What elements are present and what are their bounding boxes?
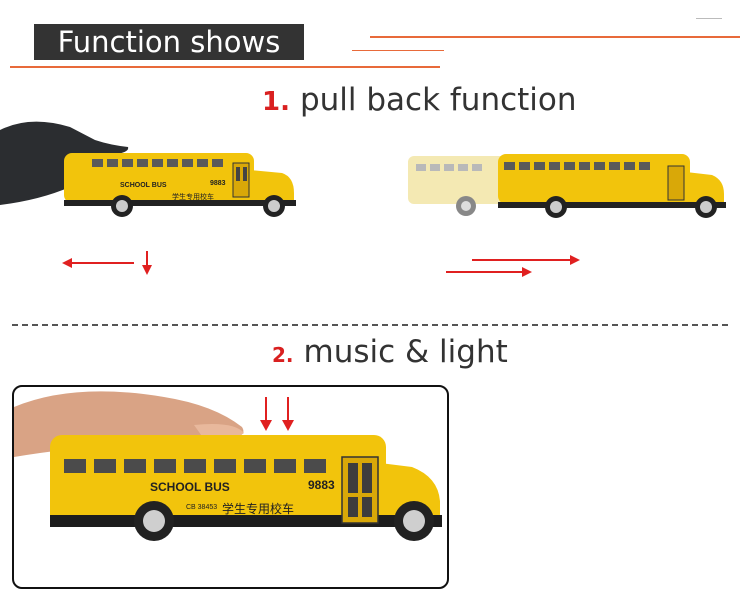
- bus-label-text: SCHOOL BUS: [150, 480, 230, 494]
- bus-chinese-text: 学生专用校车: [222, 502, 295, 516]
- header-rule-right: [370, 36, 740, 38]
- bus-chinese-text: 学生专用校车: [172, 194, 214, 201]
- corner-tick: [696, 18, 722, 19]
- forward-arrows: [444, 250, 584, 280]
- section-heading-music-light: 2. music & light: [272, 334, 508, 370]
- section-label: music & light: [303, 334, 508, 370]
- bus-label-text: SCHOOL BUS: [120, 182, 167, 189]
- bus-plate-text: CB 38453: [186, 504, 218, 511]
- header-rule-mid: [352, 50, 444, 51]
- section-divider: [12, 324, 728, 326]
- header-rule-long: [10, 66, 440, 68]
- bus-number-text: 9883: [308, 478, 335, 492]
- bus-image-forward: [404, 150, 734, 220]
- bus-photo-music-light: [12, 385, 449, 589]
- section-number: 1.: [262, 87, 290, 117]
- section-heading-pull-back: 1. pull back function: [262, 82, 577, 118]
- page-title: Function shows: [34, 24, 304, 60]
- section-number: 2.: [272, 343, 294, 367]
- pull-back-arrows: [60, 248, 160, 278]
- bus-number-text: 9883: [210, 180, 226, 187]
- bus-image-pull-back: [0, 115, 300, 220]
- section-label: pull back function: [299, 82, 577, 118]
